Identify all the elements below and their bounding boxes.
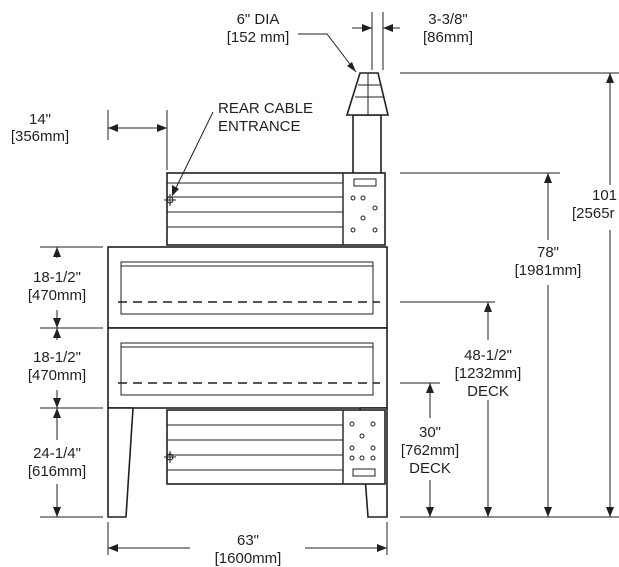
top-unit bbox=[166, 172, 386, 246]
cable-offset-metric: [356mm] bbox=[11, 128, 69, 145]
upper-deck bbox=[107, 246, 388, 329]
stand-height-metric: [616mm] bbox=[28, 463, 86, 480]
stand-height-imperial: 24-1/4" bbox=[33, 445, 81, 462]
lower-deck-height-metric: [470mm] bbox=[28, 367, 86, 384]
flue-offset-imperial: 3-3/8" bbox=[428, 11, 468, 28]
cable-entrance-marker-top bbox=[164, 194, 176, 206]
overall-width-metric: [1600mm] bbox=[215, 550, 282, 567]
lower-deck-height-imperial: 18-1/2" bbox=[33, 349, 81, 366]
top-control-display bbox=[353, 178, 377, 187]
flue-offset-metric: [86mm] bbox=[423, 29, 473, 46]
top-control-knobs bbox=[350, 195, 378, 233]
rear-cable-line2: ENTRANCE bbox=[218, 118, 301, 135]
oven-outline bbox=[107, 72, 390, 518]
overall-width-imperial: 63" bbox=[237, 532, 259, 549]
upper-deck-floor-note: DECK bbox=[467, 383, 509, 400]
top-height-metric: [1981mm] bbox=[515, 262, 582, 279]
flue-pipe bbox=[352, 114, 382, 176]
rear-cable-line1: REAR CABLE bbox=[218, 100, 313, 117]
cable-offset-imperial: 14" bbox=[29, 111, 51, 128]
overall-height-imperial: 101 bbox=[592, 187, 617, 204]
upper-deck-floor-imperial: 48-1/2" bbox=[464, 347, 512, 364]
upper-deck-height-imperial: 18-1/2" bbox=[33, 269, 81, 286]
dimension-lines bbox=[53, 24, 614, 552]
upper-deck-height-metric: [470mm] bbox=[28, 287, 86, 304]
stand-unit bbox=[166, 409, 386, 485]
extension-lines bbox=[40, 12, 619, 555]
flue-diameter-imperial: 6" DIA bbox=[237, 11, 280, 28]
lower-deck-floor-imperial: 30" bbox=[419, 424, 441, 441]
stand-control-display bbox=[352, 468, 376, 477]
upper-deck-floor-metric: [1232mm] bbox=[455, 365, 522, 382]
stand-left-leg bbox=[107, 407, 134, 518]
lower-deck-floor-note: DECK bbox=[409, 460, 451, 477]
top-height-imperial: 78" bbox=[537, 244, 559, 261]
overall-height-metric: [2565r bbox=[572, 205, 615, 222]
lower-deck-door bbox=[120, 342, 374, 396]
flue-diameter-metric: [152 mm] bbox=[227, 29, 290, 46]
cable-entrance-marker-bottom bbox=[164, 451, 176, 463]
upper-deck-door bbox=[120, 261, 374, 315]
lower-deck-floor-metric: [762mm] bbox=[401, 442, 459, 459]
lower-deck bbox=[107, 327, 388, 409]
stand-control-knobs bbox=[349, 421, 376, 461]
